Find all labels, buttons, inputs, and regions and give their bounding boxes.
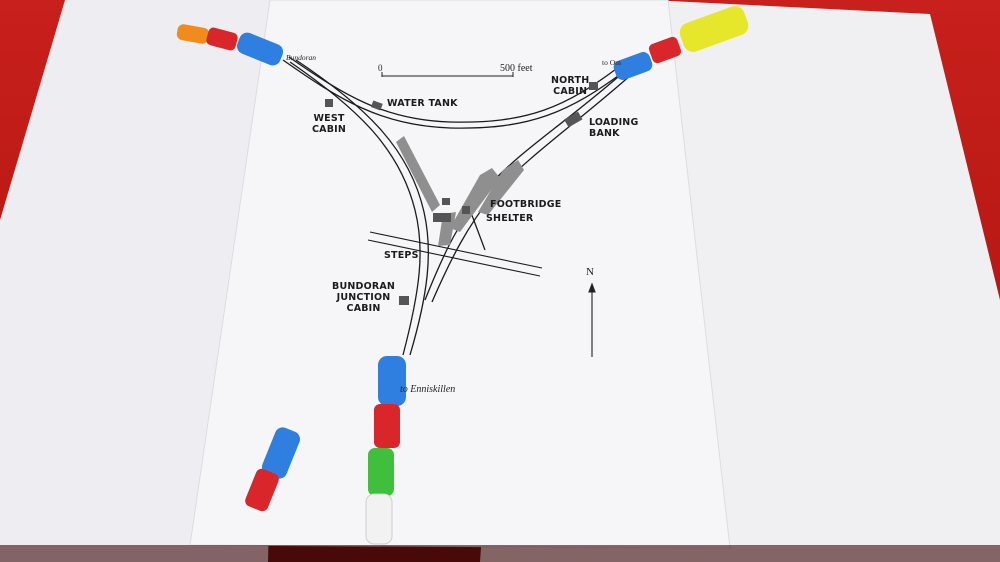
north-cabin-building <box>589 82 598 90</box>
north-arrow-label: N <box>586 266 595 278</box>
loading-bank-line-2: BANK <box>589 128 620 139</box>
scale-start-label: 0 <box>378 63 383 73</box>
junction-cabin-building <box>399 296 409 305</box>
west-cabin-building <box>325 99 333 107</box>
loading-bank-line-1: LOADING <box>589 117 639 128</box>
shelter-building-1 <box>442 198 450 205</box>
west-cabin-line-1: WEST <box>313 113 345 124</box>
shelter-building-2 <box>433 213 451 222</box>
buildings <box>325 82 598 305</box>
enniskillen-destination-label: to Enniskillen <box>400 384 456 395</box>
model-pair-loose[interactable] <box>243 425 302 513</box>
water-tank-building <box>370 100 383 111</box>
scale-bar <box>381 72 514 77</box>
junction-line-2: JUNCTION <box>336 292 391 303</box>
scale-end-label: 500 feet <box>500 63 533 74</box>
platforms <box>396 136 524 246</box>
steps-label: STEPS <box>384 250 419 261</box>
west-cabin-line-2: CABIN <box>312 124 347 135</box>
loading-bank-building <box>564 111 583 128</box>
footbridge-label: FOOTBRIDGE <box>490 199 562 210</box>
shelter-building-3 <box>462 206 470 214</box>
junction-line-1: BUNDORAN <box>332 281 396 292</box>
omagh-destination-label: to Om <box>602 58 621 67</box>
north-cabin-line-1: NORTH <box>551 75 590 86</box>
shelter-label: SHELTER <box>486 213 534 224</box>
loading-bank-label: LOADING BANK <box>589 117 638 139</box>
model-train-top-left[interactable] <box>176 23 286 67</box>
north-arrow <box>588 282 596 357</box>
model-train-bottom[interactable] <box>365 356 406 545</box>
model-train-top-right[interactable] <box>612 3 751 82</box>
north-cabin-line-2: CABIN <box>553 86 588 97</box>
road-bridge <box>367 231 543 277</box>
bundoran-destination-label: Bundoran <box>286 53 316 62</box>
bundoran-junction-cabin-label: BUNDORAN JUNCTION CABIN <box>332 281 395 314</box>
water-tank-label: WATER TANK <box>387 98 458 109</box>
junction-line-3: CABIN <box>346 303 381 314</box>
west-cabin-label: WEST CABIN <box>312 113 346 135</box>
north-cabin-label: NORTH CABIN <box>551 75 589 97</box>
